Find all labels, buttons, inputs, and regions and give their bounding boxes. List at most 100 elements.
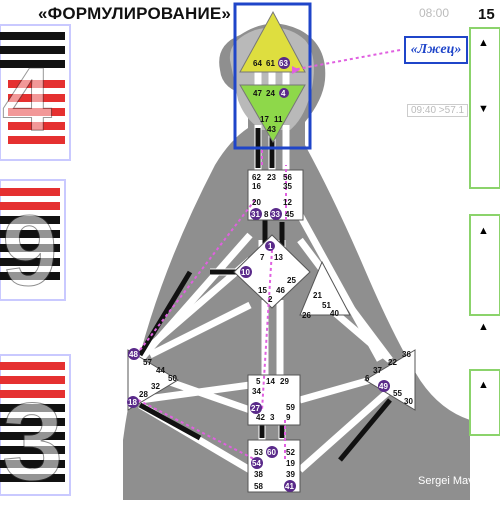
gate-label: 53 [254,448,263,457]
gate-label: 35 [283,182,292,191]
gate-circle [240,266,252,278]
callout-label: «Лжец» [404,36,468,64]
gate-circle [279,88,289,98]
gate-label: 11 [274,115,283,124]
panel-mark: ▲ [478,379,489,391]
callout-arrowhead [292,66,300,74]
gate-label: 34 [252,387,261,396]
gate-label: 13 [274,253,283,262]
gate-label: 9 [286,413,291,422]
gate-label: 55 [393,389,402,398]
gate-circle [278,57,290,69]
gate-label: 23 [267,173,276,182]
gate-label: 50 [168,374,177,383]
gate-label: 24 [266,89,275,98]
hexagram-number: 3 [2,381,63,500]
gate-circle [250,402,262,414]
gate-label: 44 [156,366,165,375]
gate-label: 29 [280,377,289,386]
gate-label: 21 [313,291,322,300]
gate-label: 59 [286,403,295,412]
gate-label: 48 [129,350,138,359]
gate-label: 6 [365,374,370,383]
gate-label: 10 [241,268,250,277]
gate-label: 64 [253,59,262,68]
gate-label: 4 [281,89,286,98]
page-title: «ФОРМУЛИРОВАНИЕ» [38,4,232,23]
sacral-center [247,374,301,426]
hexagram-number: 4 [2,50,52,150]
gate-label: 58 [254,482,263,491]
gate-label: 62 [252,173,261,182]
ajna-center [239,84,306,144]
gate-label: 26 [302,311,311,320]
gate-label: 49 [379,382,388,391]
gate-label: 38 [254,470,263,479]
gate-label: 54 [252,459,261,468]
gate-label: 25 [287,276,296,285]
gate-circle [128,348,140,360]
right-panel: ▲ ▼ ▲ ▲ ▲ [469,27,500,436]
head-ajna-highlight [233,2,312,150]
gate-label: 28 [139,390,148,399]
left-hexagram-panels: 4 9 3 [0,24,71,505]
gate-label: 40 [330,309,339,318]
gate-label: 32 [151,382,160,391]
gate-label: 39 [286,470,295,479]
gate-circle [251,457,263,469]
gate-label: 51 [322,301,331,310]
gate-circle [284,480,296,492]
gate-label: 3 [270,413,275,422]
gate-label: 19 [286,459,295,468]
gate-label: 47 [253,89,262,98]
gate-label: 45 [285,210,294,219]
gate-label: 18 [128,398,137,407]
gate-label: 36 [402,350,411,359]
gate-label: 16 [252,182,261,191]
gate-label: 42 [256,413,265,422]
gate-label: 2 [268,295,273,304]
panel-mark: ▲ [478,321,489,333]
panel-mark: ▼ [478,103,489,115]
gate-circle [265,241,275,251]
gate-circle [250,208,262,220]
gate-label: 41 [285,482,294,491]
gate-circle [270,208,282,220]
ego-center [299,260,351,316]
gate-label: 27 [251,404,260,413]
top-right-number: 15 [478,6,495,23]
solar-plexus-center [364,349,416,411]
panel-mark: ▲ [478,37,489,49]
gate-label: 46 [276,286,285,295]
gate-circle [127,396,139,408]
gate-label: 12 [283,198,292,207]
head-center [239,10,306,73]
g-center [233,234,311,309]
gate-label: 17 [260,115,269,124]
gate-labels: 64 61 63 47 24 4 17 11 43 62 23 56 16 35… [127,57,413,492]
hexagram-number: 9 [2,195,58,307]
gate-label: 22 [388,358,397,367]
panel-mark: ▲ [478,225,489,237]
gate-label: 14 [266,377,275,386]
gate-label: 61 [266,59,275,68]
gate-label: 8 [264,210,269,219]
gate-label: 30 [404,397,413,406]
gate-label: 7 [260,253,265,262]
spleen-center [127,349,179,411]
activation-arrows [137,49,401,461]
gate-label: 60 [267,448,276,457]
gate-label: 63 [279,59,288,68]
gate-circle [378,380,390,392]
time-top: 08:00 [419,6,450,20]
gate-label: 20 [252,198,261,207]
gate-label: 56 [283,173,292,182]
gate-label: 43 [267,125,276,134]
author-credit: Sergei Mavlat [418,475,486,487]
time-mid: 09:40 >57.1 [407,104,469,117]
gate-label: 15 [258,286,267,295]
gate-label: 52 [286,448,295,457]
gate-label: 31 [251,210,260,219]
